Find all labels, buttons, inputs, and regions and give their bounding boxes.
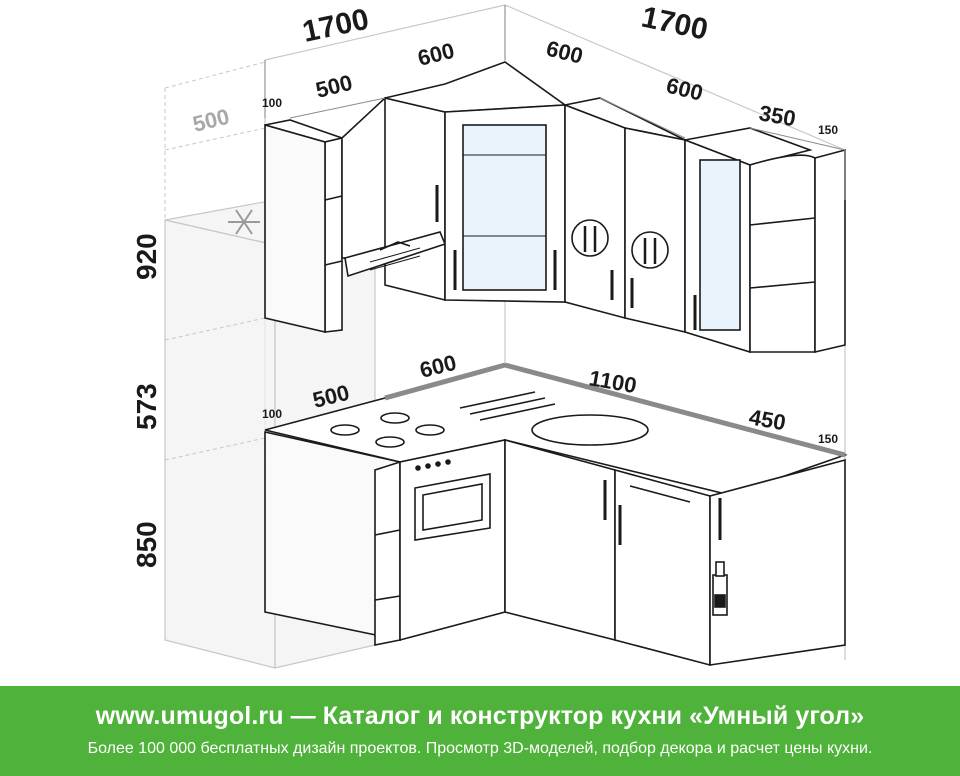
dimension-lines <box>264 5 846 200</box>
right-upper-corner-label: 600 <box>544 36 586 69</box>
fridge-depth-label: 500 <box>190 104 232 137</box>
right-lower-gap-label: 150 <box>818 432 838 446</box>
fork-knife-icon <box>571 219 669 269</box>
top-right-length-label: 1700 <box>639 1 711 47</box>
left-lower-gap-label: 100 <box>262 407 282 421</box>
right-upper-middle-label: 600 <box>664 73 706 106</box>
upper-left-cabinets <box>264 96 447 334</box>
burner-icon <box>330 412 445 448</box>
left-upper-corner-label: 600 <box>415 38 457 71</box>
upper-right-cabinets <box>562 97 846 354</box>
height-lower-label: 850 <box>131 521 162 568</box>
footer-title[interactable]: www.umugol.ru — Каталог и конструктор ку… <box>95 702 865 730</box>
footer-banner: www.umugol.ru — Каталог и конструктор ку… <box>0 686 960 776</box>
range-hood-handle-icon <box>379 241 411 251</box>
top-left-length-label: 1700 <box>300 3 372 49</box>
kitchen-drawing: 1700 1700 100 500 600 600 600 350 150 50… <box>131 1 848 669</box>
lower-cabinets <box>264 431 846 667</box>
upper-corner-cabinet <box>384 61 568 303</box>
sink-icon <box>459 391 649 446</box>
right-upper-gap-label: 150 <box>818 123 838 137</box>
right-upper-end-label: 350 <box>757 100 798 131</box>
footer-subtitle: Более 100 000 бесплатных дизайн проектов… <box>87 740 873 757</box>
bottle-icon <box>712 561 728 616</box>
left-upper-depth-label: 500 <box>313 70 355 103</box>
ghost-guides <box>164 61 266 461</box>
left-upper-gap-label: 100 <box>262 96 282 110</box>
height-upper-label: 920 <box>131 233 162 280</box>
height-middle-label: 573 <box>131 383 162 430</box>
